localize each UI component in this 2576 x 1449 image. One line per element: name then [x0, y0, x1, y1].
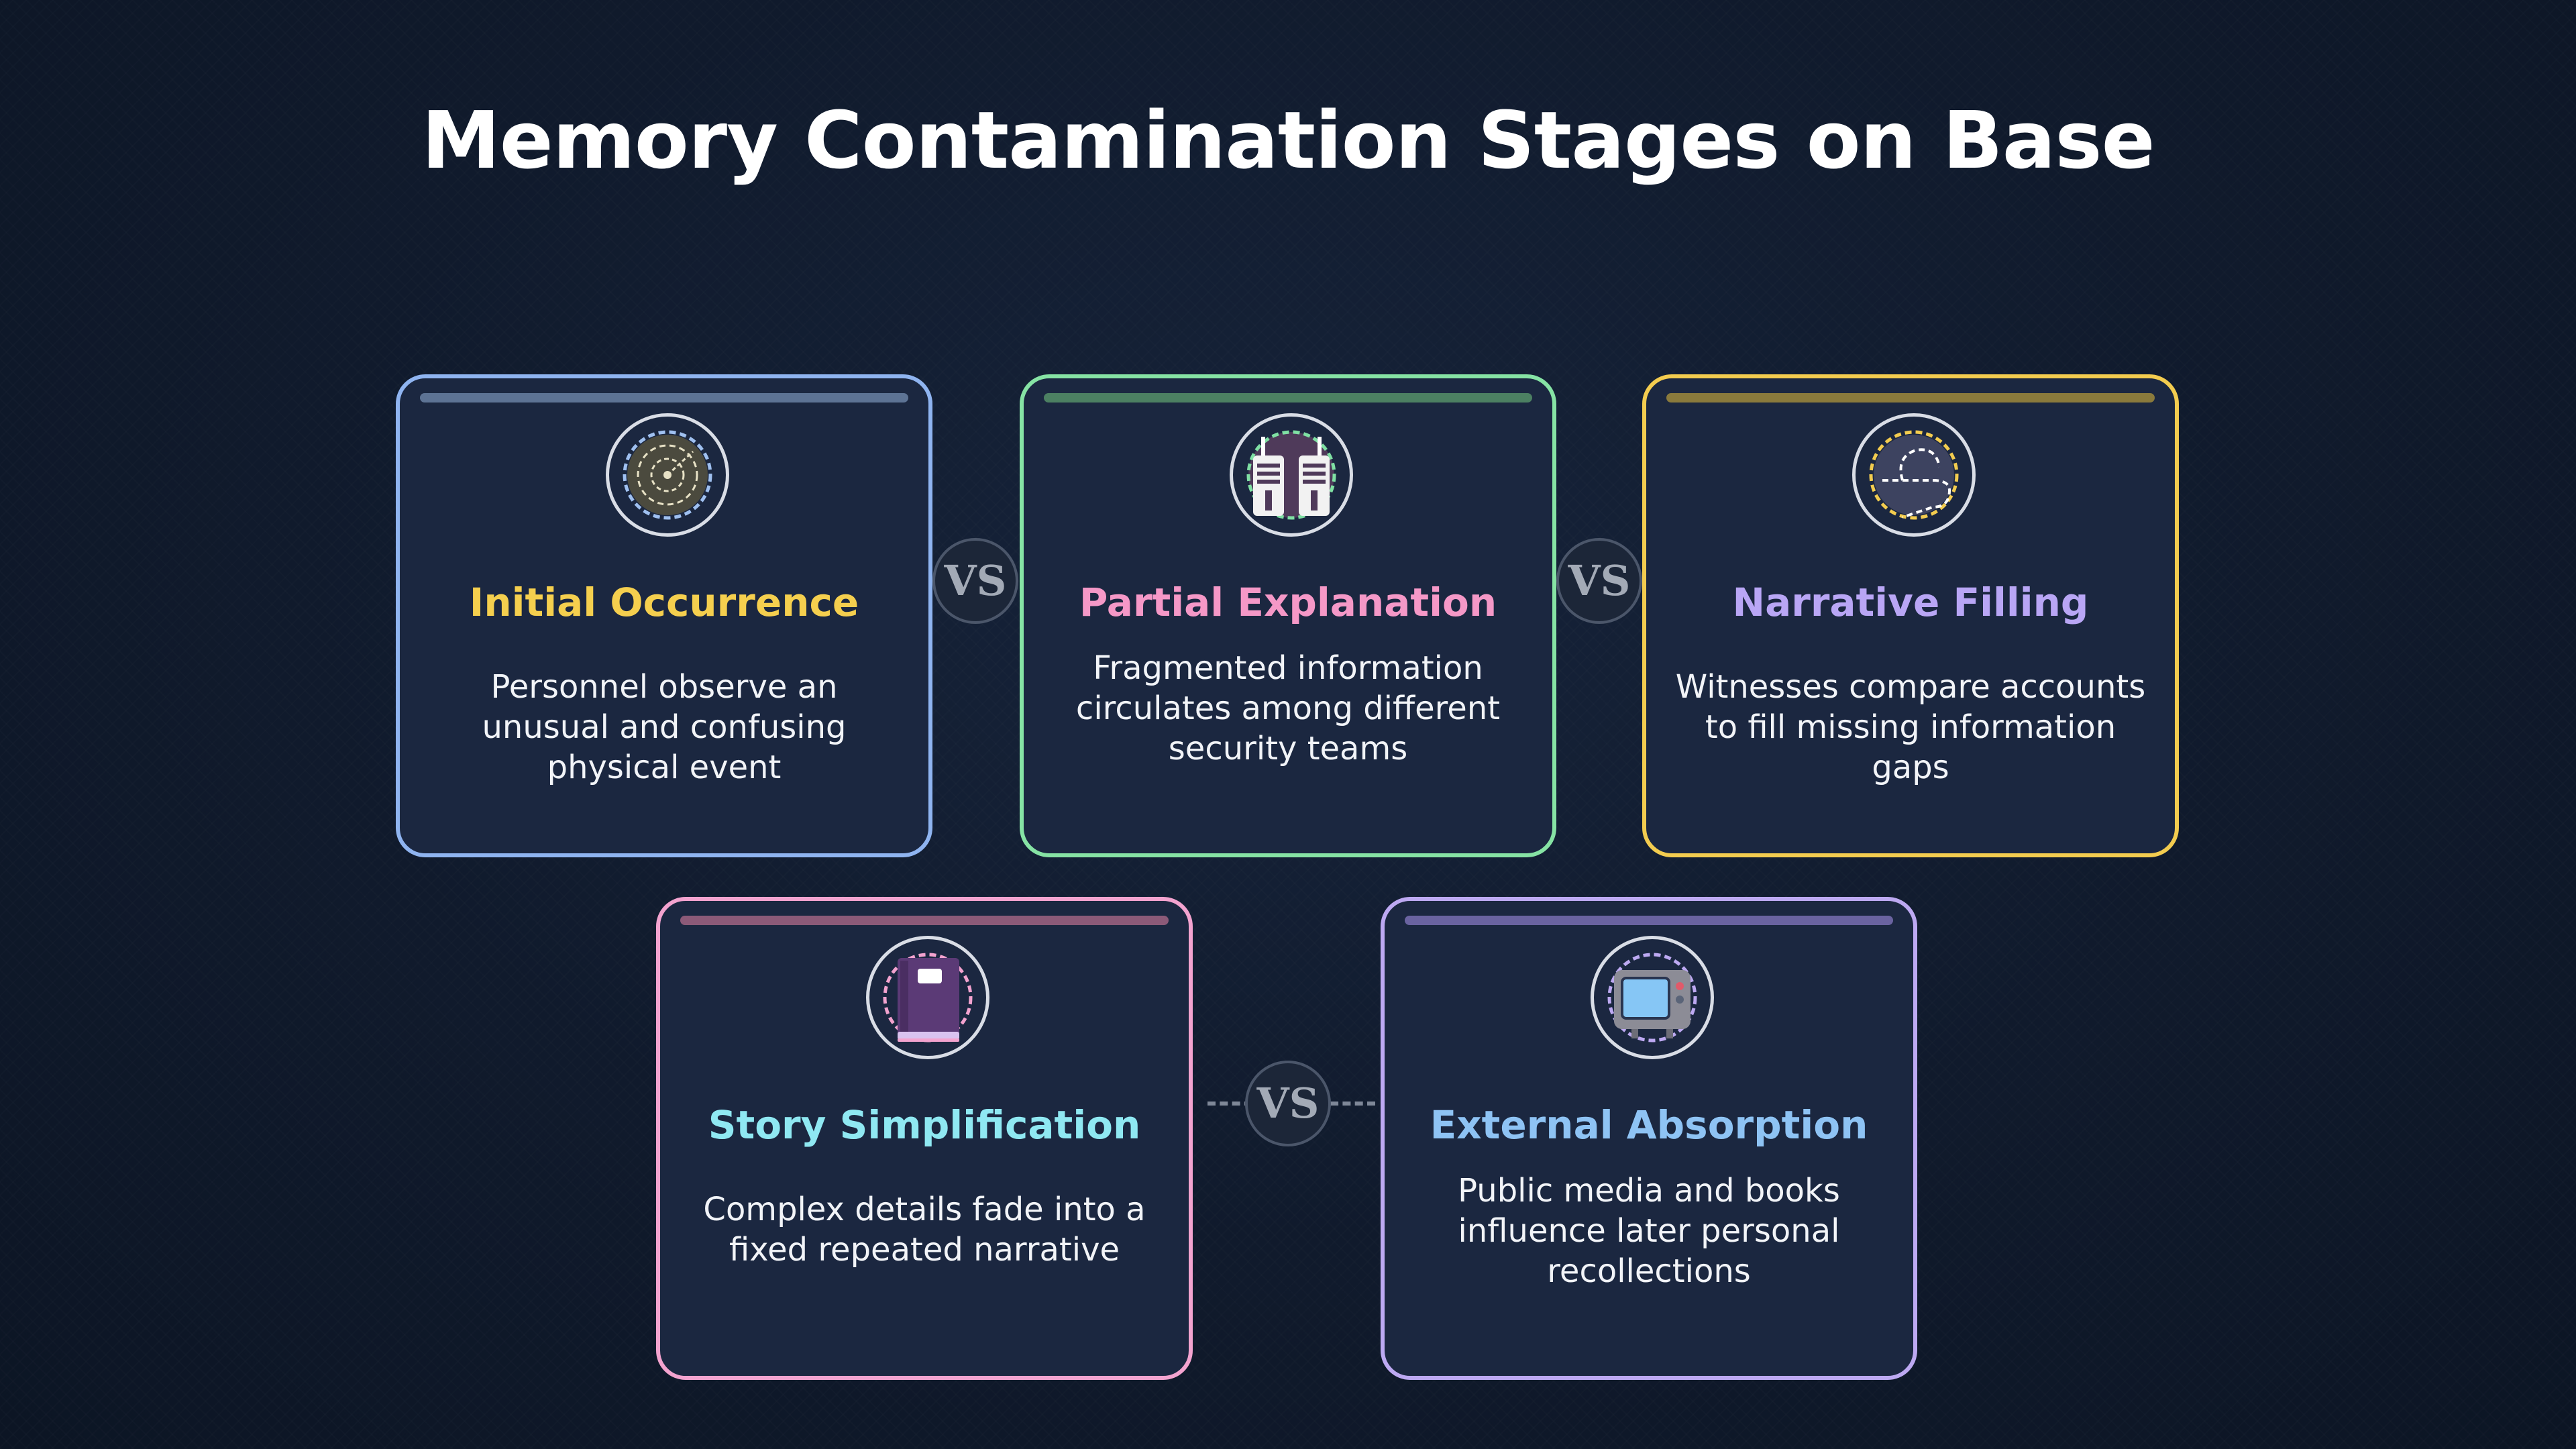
page-title: Memory Contamination Stages on Base — [421, 94, 2155, 186]
card-title: Partial Explanation — [1079, 580, 1497, 625]
card-description: Complex details fade into a fixed repeat… — [703, 1191, 1146, 1269]
card-description: Public media and books influence later p… — [1458, 1172, 1840, 1290]
vs-badge: VS — [1245, 1061, 1331, 1146]
card-title: Initial Occurrence — [469, 580, 859, 625]
book-icon — [866, 936, 989, 1059]
card-title: Narrative Filling — [1732, 580, 2089, 625]
card-top-bar — [1044, 393, 1532, 402]
card-title: Story Simplification — [708, 1102, 1141, 1148]
walkie-talkie-icon — [1230, 413, 1353, 537]
stage-card-narrative-filling: Narrative Filling Witnesses compare acco… — [1642, 374, 2179, 857]
card-top-bar — [420, 393, 908, 402]
card-title: External Absorption — [1430, 1102, 1868, 1148]
stage-card-initial-occurrence: Initial Occurrence Personnel observe an … — [396, 374, 932, 857]
vs-badge: VS — [1556, 538, 1642, 624]
card-top-bar — [680, 916, 1169, 925]
card-description: Witnesses compare accounts to fill missi… — [1675, 668, 2146, 786]
tv-icon — [1591, 936, 1714, 1059]
card-top-bar — [1666, 393, 2155, 402]
vs-badge: VS — [932, 538, 1018, 624]
card-description: Personnel observe an unusual and confusi… — [482, 668, 847, 786]
stage-card-story-simplification: Story Simplification Complex details fad… — [656, 897, 1193, 1380]
stage-card-external-absorption: External Absorption Public media and boo… — [1381, 897, 1917, 1380]
stage-card-partial-explanation: Partial Explanation Fragmented informati… — [1020, 374, 1556, 857]
radar-icon — [606, 413, 729, 537]
puzzle-icon — [1852, 413, 1976, 537]
card-top-bar — [1405, 916, 1893, 925]
card-description: Fragmented information circulates among … — [1075, 649, 1501, 767]
